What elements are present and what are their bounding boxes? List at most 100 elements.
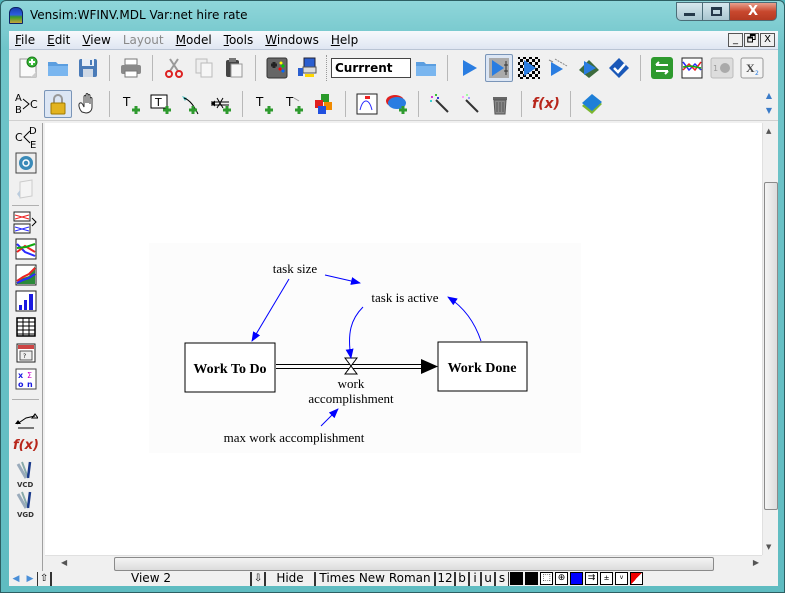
variable-max-work-accomplishment[interactable]: max work accomplishment <box>224 430 365 445</box>
equations-button[interactable]: f(x) <box>529 90 563 118</box>
shadow-variable-button[interactable]: T <box>250 90 278 118</box>
scroll-down-arrow-icon[interactable]: ▼ <box>766 543 772 551</box>
menu-windows[interactable]: Windows <box>265 33 319 47</box>
merge-button[interactable] <box>310 90 338 118</box>
synthesim-button[interactable] <box>485 54 513 82</box>
lock-sketch-button[interactable] <box>44 89 72 118</box>
strikethrough-toggle[interactable]: s <box>495 571 509 586</box>
wand-alt-button[interactable] <box>456 90 484 118</box>
stock-work-to-do[interactable]: Work To Do <box>184 342 276 393</box>
reference-button[interactable] <box>578 90 606 118</box>
scroll-up-arrow-icon[interactable]: ▲ <box>766 127 772 135</box>
run-name-input[interactable] <box>331 58 411 78</box>
check-model-button[interactable] <box>605 54 633 82</box>
title-bar[interactable]: Vensim:WFINV.MDL Var:net hire rate X <box>1 1 784 31</box>
variable-task-size[interactable]: task size <box>273 261 318 276</box>
graph-tool-button[interactable] <box>13 237 39 261</box>
table-time-down-button[interactable]: ? <box>13 341 39 365</box>
delete-button[interactable] <box>486 90 514 118</box>
gaming-button[interactable] <box>515 54 543 82</box>
scroll-down-icon[interactable]: ▼ <box>765 106 772 115</box>
arrow-task-size-to-task-is-active[interactable] <box>324 274 361 285</box>
balance-button[interactable] <box>13 407 39 431</box>
units-check-button[interactable]: 1 <box>708 54 736 82</box>
control-panel-button[interactable] <box>263 54 291 82</box>
polarity-button[interactable]: ± <box>600 572 613 585</box>
setup-simulation-button[interactable] <box>293 54 321 82</box>
document-button[interactable] <box>13 177 39 201</box>
underline-toggle[interactable]: u <box>481 571 495 586</box>
layer-button[interactable] <box>630 572 643 585</box>
arrow-style-button[interactable]: ⇉ <box>585 572 598 585</box>
bar-graph-button[interactable] <box>13 289 39 313</box>
arrow-task-is-active-to-flow[interactable] <box>345 306 364 359</box>
hide-button[interactable]: Hide <box>265 571 315 586</box>
horizontal-scroll-thumb[interactable] <box>114 557 714 571</box>
equation-editor-button[interactable]: f(x) <box>13 433 39 457</box>
sketch-comment-button[interactable] <box>353 90 381 118</box>
causes-uses-button[interactable] <box>648 54 676 82</box>
cut-button[interactable] <box>160 54 188 82</box>
scroll-up-icon[interactable]: ▲ <box>765 91 772 100</box>
maximize-button[interactable] <box>703 2 730 21</box>
open-run-button[interactable] <box>412 54 440 82</box>
variable-tool-button[interactable]: T <box>117 90 145 118</box>
causes-strip-button[interactable] <box>13 211 39 235</box>
optimize-button[interactable] <box>575 54 603 82</box>
prev-view-icon[interactable]: ◀ <box>12 573 20 584</box>
shape-button[interactable]: ⬚ <box>540 572 553 585</box>
scroll-right-arrow-icon[interactable]: ▶ <box>752 558 759 567</box>
save-button[interactable] <box>74 54 102 82</box>
vertical-scroll-thumb[interactable] <box>764 182 778 510</box>
variable-task-is-active[interactable]: task is active <box>371 290 438 305</box>
arrow-max-work-to-flow[interactable] <box>320 408 339 427</box>
copy-button[interactable] <box>190 54 218 82</box>
open-model-button[interactable] <box>44 54 72 82</box>
mdi-restore-button[interactable]: 🗗 <box>744 33 759 47</box>
arrow-work-done-to-task-is-active[interactable] <box>447 296 482 342</box>
menu-edit[interactable]: Edit <box>47 33 71 47</box>
sensitivity-button[interactable] <box>545 54 573 82</box>
fill-color-button[interactable] <box>570 572 583 585</box>
table-button[interactable] <box>13 315 39 339</box>
comment-delete-button[interactable] <box>383 90 411 118</box>
mdi-minimize-button[interactable]: _ <box>728 33 743 47</box>
view-up-button[interactable]: ⇧ <box>37 571 51 586</box>
sketch-canvas[interactable]: Work To Do Work Done work accomplishment… <box>45 123 762 555</box>
text-color-button[interactable] <box>510 572 523 585</box>
magic-wand-button[interactable] <box>426 90 454 118</box>
variable-type-button[interactable]: v <box>615 572 628 585</box>
print-button[interactable] <box>117 54 145 82</box>
paste-button[interactable] <box>220 54 248 82</box>
stock-work-done[interactable]: Work Done <box>437 341 528 392</box>
menu-help[interactable]: Help <box>330 33 359 47</box>
flow-pipe[interactable] <box>276 357 438 375</box>
menu-layout[interactable]: Layout <box>122 33 164 47</box>
close-button[interactable]: X <box>730 2 777 21</box>
sensitivity-graph-button[interactable] <box>13 263 39 287</box>
arrow-task-size-to-work-to-do[interactable] <box>251 278 290 342</box>
horizontal-scrollbar[interactable]: ◀ ▶ <box>45 555 762 571</box>
mdi-close-button[interactable]: X <box>760 33 775 47</box>
menu-model[interactable]: Model <box>175 33 212 47</box>
position-button[interactable]: ⊕ <box>555 572 568 585</box>
input-output-button[interactable]: T <box>280 90 308 118</box>
arrow-tool-button[interactable] <box>177 90 205 118</box>
rate-tool-button[interactable] <box>207 90 235 118</box>
minimize-button[interactable] <box>676 2 703 21</box>
simulate-button[interactable] <box>455 54 483 82</box>
scroll-left-arrow-icon[interactable]: ◀ <box>61 558 68 567</box>
line-color-button[interactable] <box>525 572 538 585</box>
vgd-button[interactable]: VGD <box>13 489 39 519</box>
new-model-button[interactable] <box>14 54 42 82</box>
menu-tools[interactable]: Tools <box>223 33 254 47</box>
vertical-scrollbar[interactable]: ▲ ▼ <box>762 123 778 555</box>
view-down-button[interactable]: ⇩ <box>251 571 265 586</box>
menu-view[interactable]: View <box>82 33 111 47</box>
toolbar-scroll[interactable]: ▲ ▼ <box>766 91 772 115</box>
font-name-selector[interactable]: Times New Roman <box>315 571 435 586</box>
